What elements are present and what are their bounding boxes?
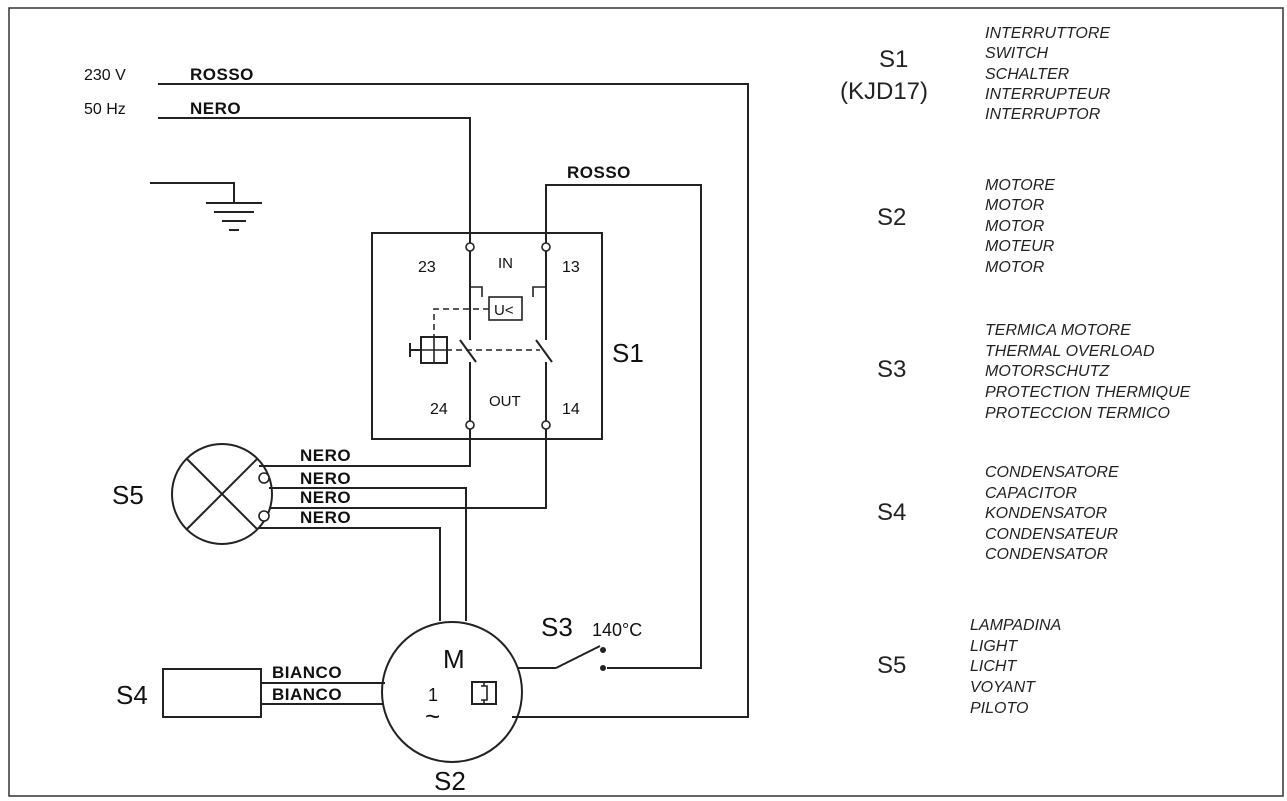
- legend-s1-item-3: SCHALTER: [985, 66, 1070, 83]
- terminal-24: [465, 420, 475, 430]
- legend-code-s3: S3: [877, 356, 906, 383]
- supply-voltage-label: 230 V: [84, 67, 126, 84]
- switch-s1-label: S1: [612, 338, 644, 368]
- supply-frequency-label: 50 Hz: [84, 101, 126, 118]
- terminal-23-label: 23: [418, 259, 436, 276]
- legend-code-s2: S2: [877, 204, 906, 231]
- thermal-switch-s3-icon: [517, 645, 606, 671]
- legend-code-s4: S4: [877, 499, 906, 526]
- legend-s5-item-4: VOYANT: [970, 679, 1036, 696]
- wire-label-nero-2: NERO: [300, 469, 351, 488]
- capacitor-s4-box: [162, 668, 262, 718]
- nero-wire-3: [269, 429, 547, 509]
- legend-s2-item-3: MOTOR: [985, 218, 1045, 235]
- motor-ac-symbol: ~: [425, 701, 440, 731]
- wire-label-nero-4: NERO: [300, 508, 351, 527]
- legend-s3-item-1: TERMICA MOTORE: [985, 322, 1131, 339]
- motor-s2-icon: [381, 621, 523, 763]
- push-button-icon: [409, 336, 448, 364]
- neutral-wire: [158, 117, 471, 247]
- lamp-s5-label: S5: [112, 480, 144, 510]
- terminal-13-label: 13: [562, 259, 580, 276]
- legend-s1-item-1: INTERRUTTORE: [985, 25, 1110, 42]
- wire-label-nero-neutral: NERO: [190, 99, 241, 118]
- legend-s2-item-2: MOTOR: [985, 197, 1045, 214]
- motor-phase-label: 1: [428, 685, 438, 705]
- legend-s1-item-5: INTERRUPTOR: [985, 106, 1101, 123]
- legend-s4-item-3: KONDENSATOR: [985, 505, 1108, 522]
- phase-wire: [158, 83, 749, 718]
- legend-code-s5: S5: [877, 652, 906, 679]
- wire-label-rosso-top: ROSSO: [567, 163, 631, 182]
- switch-in-label: IN: [498, 255, 513, 272]
- wire-label-nero-1: NERO: [300, 446, 351, 465]
- legend-s4-item-5: CONDENSATOR: [985, 546, 1108, 563]
- terminal-14-label: 14: [562, 401, 580, 418]
- legend-s4-item-4: CONDENSATEUR: [985, 526, 1118, 543]
- legend-s1-item-4: INTERRUPTEUR: [985, 86, 1111, 103]
- diagram-frame: [8, 7, 1284, 797]
- legend-sub-s1: (KJD17): [840, 78, 928, 105]
- legend-s5-item-1: LAMPADINA: [970, 617, 1061, 634]
- legend-s3-item-2: THERMAL OVERLOAD: [985, 343, 1155, 360]
- wire-label-nero-3: NERO: [300, 488, 351, 507]
- earth-ground-icon: [150, 182, 262, 231]
- switch-enclosure: [371, 232, 603, 440]
- wire-label-bianco-2: BIANCO: [272, 685, 342, 704]
- relay-label: U<: [494, 302, 514, 319]
- legend-s5-item-3: LICHT: [970, 658, 1017, 675]
- legend-s5-item-2: LIGHT: [970, 638, 1018, 655]
- rosso-switch-wire: [545, 184, 702, 669]
- wire-label-rosso-phase: ROSSO: [190, 65, 254, 84]
- legend-s3-item-4: PROTECTION THERMIQUE: [985, 384, 1191, 401]
- switch-out-label: OUT: [489, 393, 521, 410]
- terminal-23: [465, 242, 475, 252]
- legend-s5-item-5: PILOTO: [970, 700, 1028, 717]
- terminal-24-label: 24: [430, 401, 448, 418]
- nero-wire-4: [259, 527, 441, 621]
- thermal-temp-label: 140°C: [592, 620, 642, 640]
- legend-code-s1: S1: [879, 46, 908, 73]
- legend-s3-item-3: MOTORSCHUTZ: [985, 363, 1110, 380]
- legend: S1 (KJD17) INTERRUTTORE SWITCH SCHALTER …: [840, 25, 1191, 717]
- lamp-s5-icon: [171, 443, 273, 545]
- nero-wire-2: [269, 487, 467, 621]
- wire-label-bianco-1: BIANCO: [272, 663, 342, 682]
- thermal-switch-s3-label: S3: [541, 612, 573, 642]
- capacitor-s4-label: S4: [116, 680, 148, 710]
- terminal-13: [541, 242, 551, 252]
- legend-s2-item-5: MOTOR: [985, 259, 1045, 276]
- terminal-14: [541, 420, 551, 430]
- nero-wire-1: [259, 429, 471, 467]
- legend-s3-item-5: PROTECCION TERMICO: [985, 405, 1170, 422]
- legend-s2-item-1: MOTORE: [985, 177, 1055, 194]
- switch-s1-box: U< 23 13 IN 24 14 OUT: [371, 232, 603, 440]
- legend-s4-item-1: CONDENSATORE: [985, 464, 1119, 481]
- legend-s2-item-4: MOTEUR: [985, 238, 1055, 255]
- legend-s1-item-2: SWITCH: [985, 45, 1049, 62]
- legend-s4-item-2: CAPACITOR: [985, 485, 1077, 502]
- motor-m-label: M: [443, 644, 465, 674]
- motor-s2-label: S2: [434, 766, 466, 796]
